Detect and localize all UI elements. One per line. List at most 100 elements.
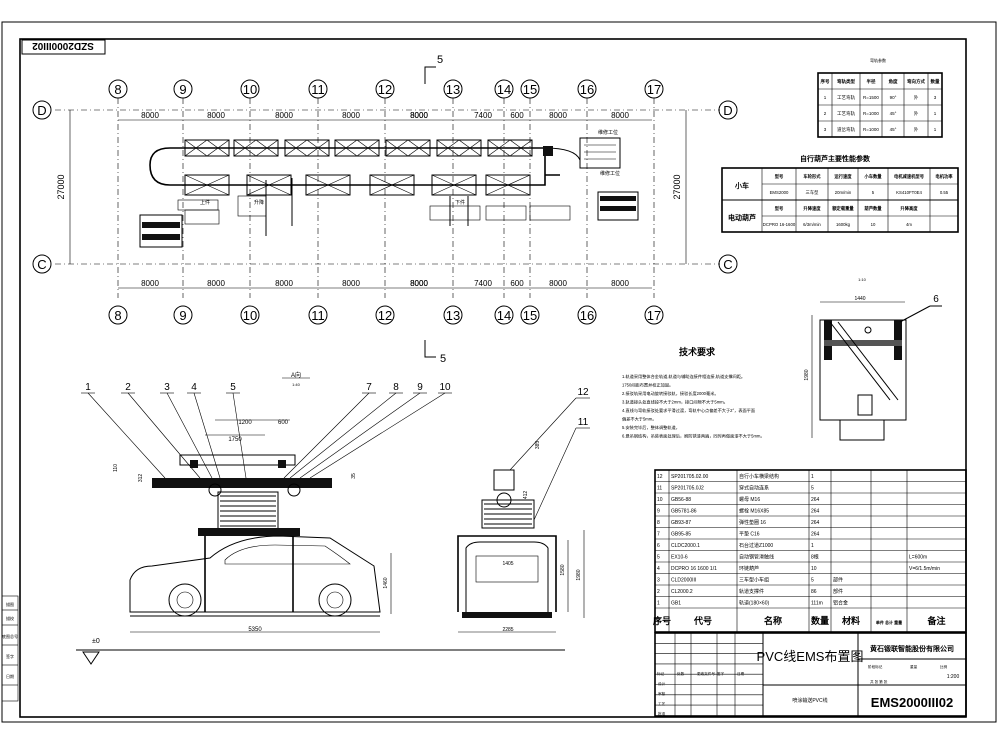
bom-cell: 264 — [811, 509, 820, 515]
repair-label: 维修工位 — [598, 129, 618, 136]
title-block: 标记处数更改文件号签字日期设计审核工艺批准PVC线EMS布置图喷涂输送PVC线黄… — [654, 632, 967, 717]
bom-cell: 环链葫芦 — [739, 565, 759, 572]
detail-height: 1980 — [804, 369, 810, 380]
curve-cell: 工艺弯轨 — [837, 94, 855, 101]
booth-cross — [233, 139, 257, 157]
booth-cross — [487, 139, 511, 157]
tech-req-line: 1750间距布置并校正加固。 — [622, 382, 673, 389]
callout-number: 9 — [417, 382, 423, 393]
param-cell: 额定载重量 — [832, 205, 854, 212]
booth-cross — [184, 174, 230, 196]
bom-header-cell: 单件 总计 重量 — [876, 619, 902, 625]
company-name: 黄石锻联智能股份有限公司 — [870, 644, 954, 653]
weight-label: 重量 — [910, 664, 918, 669]
title-small-label: 日期 — [737, 671, 745, 676]
ratio-label: 比例 — [940, 664, 948, 669]
curve-header-cell: 弯轨类型 — [837, 78, 855, 85]
bom-cell: V=6/1.5m/min — [909, 566, 940, 572]
param-cell: 升降高度 — [900, 205, 918, 212]
left-conveyor — [139, 214, 183, 248]
hoist-coils — [220, 495, 276, 527]
curve-cell: 外 — [914, 94, 919, 101]
grid-col-bubble-bottom — [240, 305, 260, 325]
param-cell: 小车数量 — [863, 173, 882, 180]
span-dim-bottom: 8000 — [410, 279, 428, 288]
span-dim-top: 8000 — [549, 111, 567, 120]
detail-hook — [857, 394, 873, 416]
stamp-label: 日期 — [6, 673, 14, 679]
bom-header-cell: 名称 — [764, 615, 782, 626]
callout-leader — [299, 392, 421, 479]
span-dim-top: 7400 — [474, 111, 492, 120]
plan-equipment — [177, 199, 219, 211]
span-dim-top: 8000 — [275, 111, 293, 120]
curve-header-cell: 角度 — [889, 78, 898, 85]
booth-bottom — [184, 174, 230, 196]
bom-cell: 8根 — [811, 554, 819, 561]
grid-col-label-top: 11 — [311, 82, 325, 97]
booth-cross — [436, 139, 460, 157]
plan-view: 8899101011111212131314141515161617178000… — [32, 54, 738, 365]
booth-cross — [306, 139, 330, 157]
param-table: 自行葫芦主要性能参数 小车电动葫芦型号车轮形式运行速度小车数量电机减速机型号电机… — [721, 154, 959, 233]
side-car-profile — [465, 541, 549, 612]
grid-col-label-bottom: 14 — [497, 308, 511, 323]
span-dim-bottom: 8000 — [207, 279, 225, 288]
booth-cross — [509, 139, 533, 157]
dim-1200: 1200 — [238, 420, 252, 426]
conveyor-bar — [142, 222, 180, 228]
grid-row-label-c-right: C — [723, 257, 732, 272]
param-cell: 6/3m/min — [803, 222, 821, 227]
callout-6: 6 — [933, 294, 939, 305]
detail-diagonal — [829, 321, 891, 401]
booth-cross — [431, 174, 477, 196]
bom-cell: SP201705.02.00 — [671, 474, 708, 480]
drawing-code-rotated: SZD2000III02 — [32, 40, 94, 51]
dim-600: 600 — [278, 420, 289, 426]
bom-header-cell: 备注 — [926, 615, 945, 626]
grid-col-bubble-bottom — [375, 305, 395, 325]
param-cell: 三车型 — [806, 189, 820, 196]
grid-col-bubble-top — [577, 79, 597, 99]
param-cell: 1600kg — [836, 222, 851, 227]
side-hanger-frame — [457, 535, 557, 612]
grid-col-bubble-bottom — [644, 305, 664, 325]
tech-req-lines: 1.轨道采用整体合金轨道,轨道与辅助连接件相连接,轨道支撑间距。1750间距布置… — [622, 373, 765, 440]
curve-cell: 外 — [914, 110, 919, 117]
hoist-zone-label: 升降 — [254, 199, 264, 206]
dim-385: 385 — [535, 441, 541, 450]
curve-header-cell: 弯向方式 — [907, 78, 925, 85]
code-box — [21, 39, 106, 55]
grid-col-bubble-bottom — [308, 305, 328, 325]
bom-cell: 螺母 M16 — [739, 496, 760, 503]
right-conveyor — [597, 191, 639, 221]
callout-number: 7 — [366, 382, 372, 393]
bom-frame — [654, 469, 967, 633]
bom-cell: 8 — [657, 520, 660, 526]
bom-cell: 4 — [657, 566, 660, 572]
callout-leader — [533, 427, 577, 521]
grid-col-bubble-bottom — [520, 305, 540, 325]
dim-312: 312 — [138, 474, 144, 483]
side-hoist — [481, 499, 535, 529]
booth-cross — [255, 139, 279, 157]
callout-number: 10 — [439, 382, 451, 393]
stamp-label: 底图总号 — [2, 633, 18, 639]
tech-req-line: 3.轨道接头处直线段不大于2mm，接口间隙不大于5mm。 — [622, 399, 728, 406]
bom-cell: 1 — [811, 543, 814, 549]
inner-frame — [19, 38, 967, 718]
param-cell: EMS2000 — [770, 190, 789, 195]
span-dim-bottom: 8000 — [410, 279, 428, 288]
grid-col-label-top: 10 — [243, 82, 257, 97]
detail-diagonal — [837, 321, 899, 401]
dim-height-right-label: 27000 — [672, 174, 682, 199]
curve-cell: 1 — [824, 95, 827, 100]
section-label-top: 5 — [437, 54, 443, 66]
booth-cross — [369, 174, 415, 196]
booth-cross — [184, 139, 208, 157]
booth-cross — [206, 139, 230, 157]
drawing-title: PVC线EMS布置图 — [757, 649, 864, 664]
bom-cell: 3 — [657, 578, 660, 584]
